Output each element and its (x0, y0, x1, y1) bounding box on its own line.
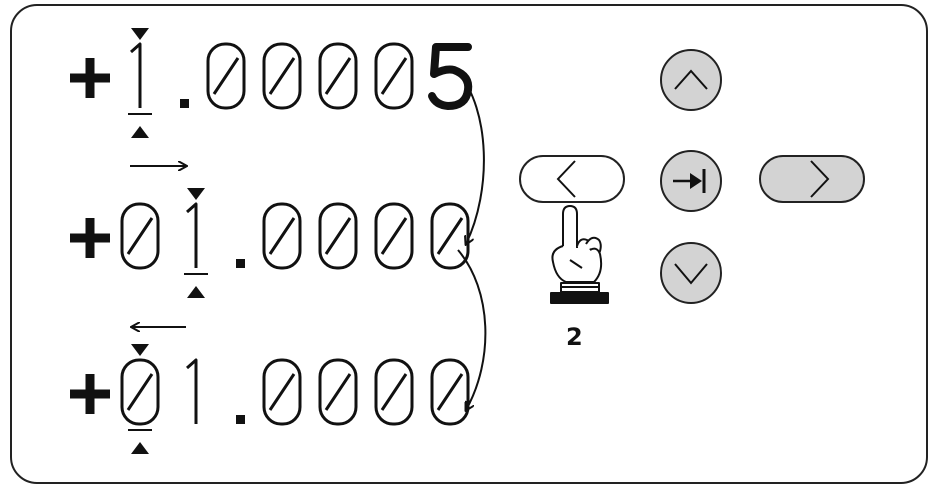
digit-0 (120, 202, 160, 270)
enter-tab-icon (673, 169, 706, 193)
decimal-point (236, 259, 245, 268)
digit-0 (374, 358, 414, 426)
display-reading-3 (70, 344, 470, 454)
digit-1 (186, 358, 198, 424)
chevron-up-icon (674, 69, 708, 90)
display-reading-1 (70, 28, 473, 138)
digit-0 (120, 358, 160, 426)
enter-button[interactable] (660, 150, 722, 212)
display-reading-2 (70, 188, 470, 298)
cursor-top-marker (187, 188, 205, 200)
digit-1 (130, 42, 142, 108)
curved-down-arrow-icon (457, 249, 487, 410)
digit-0 (318, 358, 358, 426)
cursor-bottom-marker (187, 286, 205, 298)
decimal-point (236, 415, 245, 424)
cursor-bottom-marker (131, 126, 149, 138)
up-button[interactable] (660, 49, 722, 111)
digit-0 (430, 358, 470, 426)
cursor-top-marker (131, 28, 149, 40)
digit-0 (374, 42, 414, 110)
digit-0 (262, 358, 302, 426)
display (70, 28, 473, 454)
cursor-bottom-marker (131, 442, 149, 454)
digit-0 (262, 42, 302, 110)
curved-down-arrow-icon (457, 71, 485, 244)
digit-5 (428, 43, 473, 110)
cursor-top-marker (131, 344, 149, 356)
digit-1 (186, 202, 198, 268)
decimal-point (180, 99, 189, 108)
plus-sign (70, 58, 110, 98)
press-count-label: 2 (566, 323, 583, 351)
digit-0 (318, 202, 358, 270)
chevron-down-icon (674, 263, 708, 285)
digit-0 (206, 42, 246, 110)
plus-sign (70, 218, 110, 258)
chevron-right-icon (810, 160, 830, 198)
plus-sign (70, 374, 110, 414)
left-button[interactable] (519, 155, 625, 203)
down-button[interactable] (660, 242, 722, 304)
digit-0 (318, 42, 358, 110)
pointing-hand-icon (550, 205, 609, 304)
chevron-left-icon (556, 160, 576, 198)
right-button[interactable] (759, 155, 865, 203)
digit-0 (262, 202, 302, 270)
digit-0 (374, 202, 414, 270)
